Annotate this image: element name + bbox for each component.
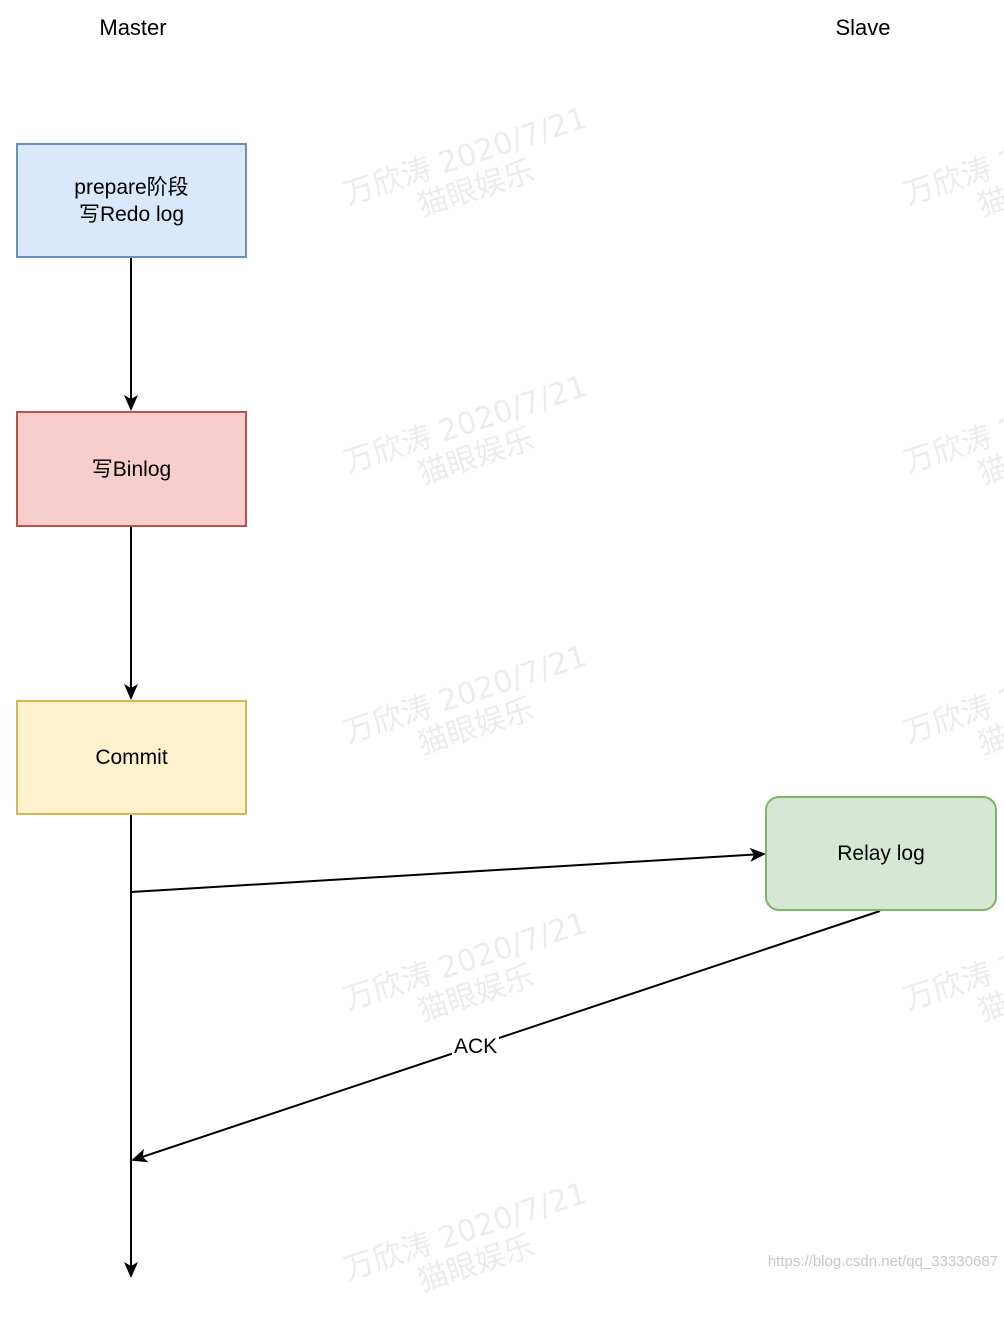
ack-label: ACK — [452, 1035, 500, 1059]
arrow-ack-to-master — [131, 910, 881, 1163]
commit-node: Commit — [16, 700, 247, 815]
source-url: https://blog.csdn.net/qq_33330687 — [767, 1253, 998, 1270]
master-lane-label: Master — [99, 15, 167, 40]
relay-log-node: Relay log — [765, 796, 997, 911]
prepare-redo-log-node: prepare阶段 写Redo log — [16, 143, 247, 258]
arrow-master-to-relay — [130, 847, 766, 893]
binlog-node: 写Binlog — [16, 411, 247, 527]
connector-layer — [124, 258, 881, 1278]
slave-lane-label: Slave — [835, 15, 891, 40]
